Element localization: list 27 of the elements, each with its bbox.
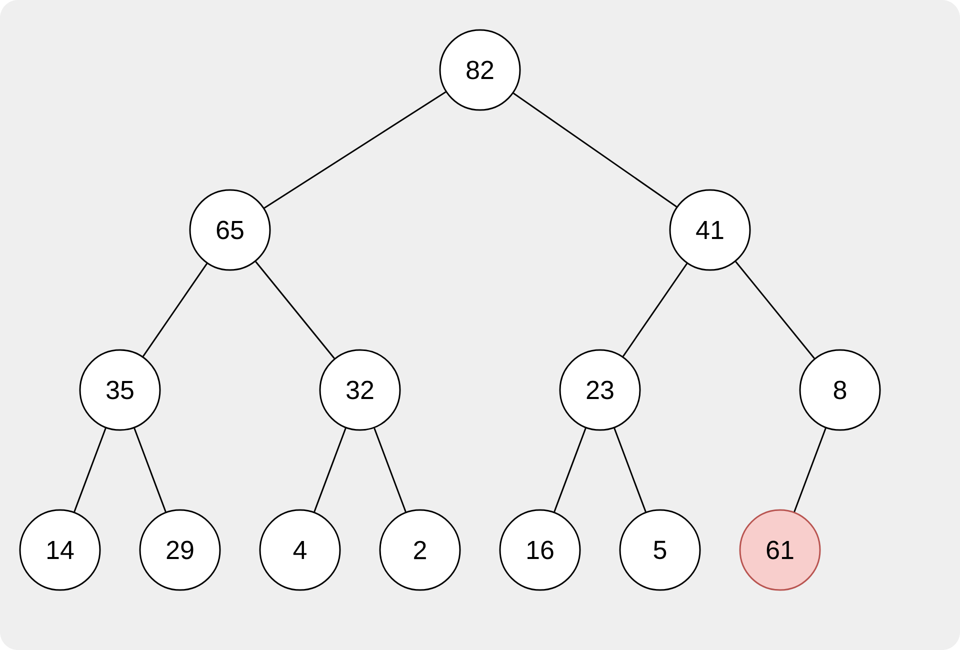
tree-node: 23 [559,349,641,431]
tree-edge [554,428,586,512]
tree-edge [264,91,446,209]
tree-node: 41 [669,189,751,271]
tree-node: 82 [439,29,521,111]
tree-node: 5 [619,509,701,591]
tree-edge [142,263,208,357]
tree-edge [374,428,406,512]
tree-node: 16 [499,509,581,591]
tree-node: 35 [79,349,161,431]
tree-edge [735,261,815,359]
tree-node: 61 [739,509,821,591]
tree-edge [622,263,688,357]
tree-node: 14 [19,509,101,591]
tree-edge [314,428,346,512]
tree-node: 4 [259,509,341,591]
tree-node: 29 [139,509,221,591]
tree-node: 8 [799,349,881,431]
tree-edge [134,428,166,512]
tree-edge [74,428,106,512]
tree-node: 65 [189,189,271,271]
tree-edge [513,92,677,208]
tree-edge [794,428,826,512]
tree-edge [614,428,646,512]
tree-edge [255,261,335,359]
tree-node: 32 [319,349,401,431]
tree-node: 2 [379,509,461,591]
